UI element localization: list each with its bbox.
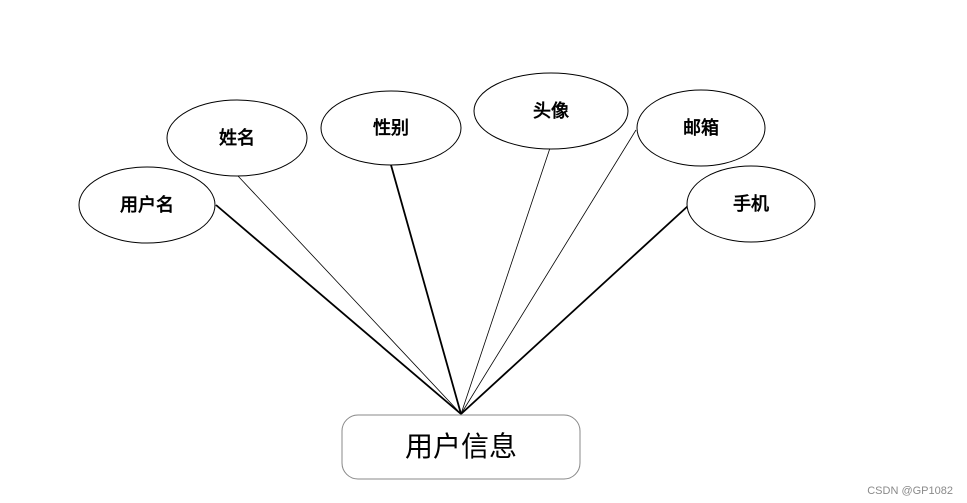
connector-username — [215, 204, 462, 415]
attribute-phone-label: 手机 — [733, 193, 769, 215]
connector-avatar — [460, 147, 551, 415]
attribute-email-label: 邮箱 — [683, 117, 719, 139]
attribute-avatar-label: 头像 — [533, 101, 570, 122]
connector-name — [237, 175, 462, 415]
watermark: CSDN @GP1082 — [867, 485, 953, 497]
attribute-name-label: 姓名 — [219, 127, 255, 149]
entity-user-info: 用户信息 — [341, 414, 581, 480]
attribute-gender-label: 性别 — [373, 117, 409, 139]
attribute-username-label: 用户名 — [120, 194, 174, 216]
attribute-name: 姓名 — [166, 99, 308, 177]
entity-label: 用户信息 — [405, 430, 517, 463]
attribute-gender: 性别 — [320, 90, 462, 166]
attribute-phone: 手机 — [686, 165, 816, 243]
attribute-username: 用户名 — [78, 166, 216, 244]
attribute-avatar: 头像 — [473, 72, 629, 150]
connector-gender — [390, 164, 462, 415]
connector-email — [460, 129, 637, 415]
connector-phone — [460, 204, 690, 415]
attribute-email: 邮箱 — [636, 89, 766, 167]
